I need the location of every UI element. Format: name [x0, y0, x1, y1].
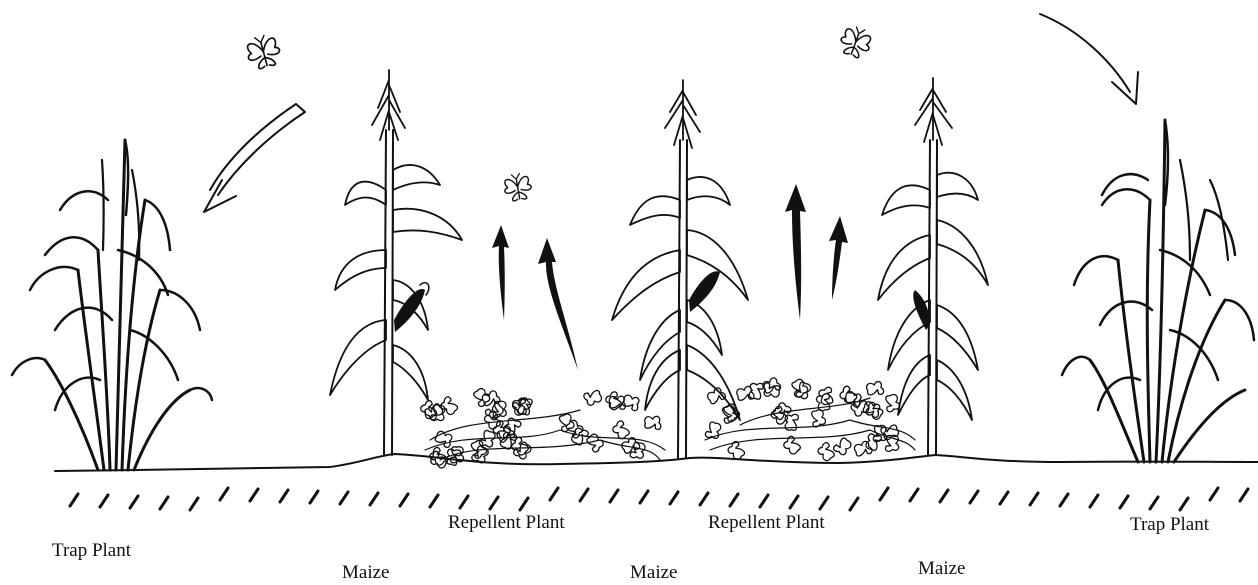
label-repellent-plant-2: Repellent Plant — [708, 512, 825, 534]
leaf-icon — [643, 414, 662, 430]
label-trap-plant-left: Trap Plant — [52, 540, 131, 562]
soil-hatch — [220, 488, 228, 500]
leaf-icon — [866, 381, 883, 395]
repellent-plant-1-drawing — [419, 387, 665, 471]
soil-hatch — [580, 489, 588, 501]
soil-hatch — [70, 494, 78, 506]
soil-hatch — [1180, 498, 1188, 510]
ground — [55, 454, 1258, 510]
trap-plant-right-drawing — [1062, 120, 1254, 462]
moth-icon — [502, 172, 533, 202]
leaf-icon — [419, 400, 438, 421]
soil-hatch — [520, 498, 528, 510]
soil-hatch — [190, 498, 198, 510]
arrow-icon — [204, 104, 305, 212]
soil-hatch — [1000, 492, 1008, 504]
soil-hatch — [730, 494, 738, 506]
soil-hatch — [310, 491, 318, 503]
label-maize-1: Maize — [342, 562, 389, 584]
soil-hatch — [1030, 493, 1038, 505]
maize-plant-1-drawing — [330, 70, 462, 455]
leaf-icon — [429, 403, 448, 424]
soil-hatch — [400, 494, 408, 506]
soil-hatch — [550, 488, 558, 500]
leaf-icon — [811, 409, 825, 427]
soil-hatch — [160, 497, 168, 509]
soil-hatch — [1150, 497, 1158, 509]
arrow-icon — [538, 238, 578, 370]
label-repellent-plant-1: Repellent Plant — [448, 512, 565, 534]
leaf-icon — [816, 441, 836, 462]
leaf-icon — [816, 394, 830, 411]
arrow-icon — [492, 225, 509, 320]
soil-hatch — [760, 495, 768, 507]
soil-hatch — [1120, 496, 1128, 508]
soil-hatch — [850, 498, 858, 510]
soil-hatch — [1060, 494, 1068, 506]
soil-hatch — [430, 495, 438, 507]
arrow-icon — [1040, 14, 1138, 104]
soil-hatch — [640, 491, 648, 503]
repellent-plant-2-drawing — [704, 377, 915, 463]
maize-plant-2-drawing — [612, 80, 748, 458]
soil-hatch — [1210, 488, 1218, 500]
soil-hatch — [280, 490, 288, 502]
moth-icon — [244, 32, 283, 71]
soil-hatch — [610, 490, 618, 502]
arrow-icon — [785, 184, 806, 320]
soil-hatch — [670, 492, 678, 504]
soil-hatch — [130, 496, 138, 508]
leaf-icon — [583, 390, 602, 406]
soil-hatch — [940, 490, 948, 502]
trap-plant-left-drawing — [12, 140, 212, 470]
soil-hatch — [1240, 489, 1248, 501]
soil-hatch — [460, 496, 468, 508]
soil-hatch — [790, 496, 798, 508]
soil-hatch — [490, 497, 498, 509]
leaf-icon — [886, 394, 900, 412]
soil-hatch — [910, 489, 918, 501]
leaf-icon — [478, 429, 498, 451]
soil-hatch — [100, 495, 108, 507]
soil-hatch — [880, 488, 888, 500]
label-trap-plant-right: Trap Plant — [1130, 514, 1209, 536]
soil-hatch — [970, 491, 978, 503]
soil-hatch — [250, 489, 258, 501]
leaf-icon — [832, 436, 854, 457]
label-maize-2: Maize — [630, 562, 677, 584]
soil-hatch — [370, 493, 378, 505]
leaf-icon — [880, 425, 899, 441]
maize-plant-3-drawing — [878, 78, 988, 455]
soil-hatch — [1090, 495, 1098, 507]
soil-hatch — [340, 492, 348, 504]
leaf-icon — [704, 420, 724, 441]
label-maize-3: Maize — [918, 558, 965, 580]
soil-hatch — [820, 497, 828, 509]
moth-icon — [837, 23, 874, 60]
arrow-icon — [829, 216, 848, 300]
soil-hatch — [700, 493, 708, 505]
